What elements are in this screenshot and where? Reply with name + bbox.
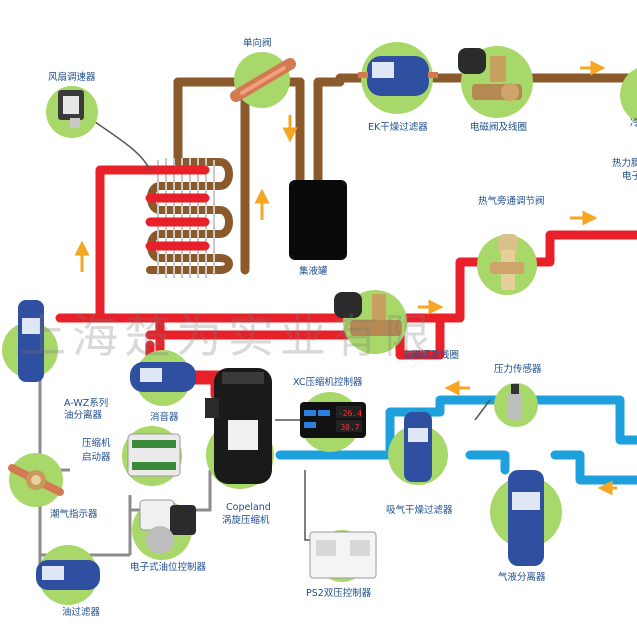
condenser-coil: [146, 158, 233, 274]
oil-separator[interactable]: [2, 300, 58, 382]
accumulator-label: 气液分离器: [498, 571, 546, 583]
moisture-sight-glass[interactable]: [8, 453, 64, 507]
muffler[interactable]: [130, 350, 196, 406]
controller-display-bottom: 30.7: [340, 423, 359, 432]
fan-speed-controller-label: 风扇调速器: [48, 71, 96, 83]
sight-glass-label: 潮气指示器: [50, 508, 98, 520]
oil-separator-label-line2: 油分离器: [64, 409, 103, 421]
accumulator[interactable]: [490, 470, 562, 566]
oil-level-controller-label: 电子式油位控制器: [130, 561, 207, 573]
suction-filter-drier[interactable]: [388, 412, 448, 485]
hot-gas-bypass-valve-label: 热气旁通调节阀: [478, 195, 545, 207]
compressor-starter-label-line2: 启动器: [82, 451, 111, 463]
right-edge-top-label: 冷: [630, 117, 637, 129]
solenoid-valve-middle-label: 电磁阀及线圈: [402, 349, 459, 361]
electronic-partial-label: 电子: [622, 170, 637, 182]
ps2-controller-label: PS2双压控制器: [306, 587, 372, 599]
solenoid-valve-top-label: 电磁阀及线圈: [470, 121, 527, 133]
pressure-sensor-label: 压力传感器: [494, 363, 542, 375]
muffler-label: 消音器: [150, 411, 179, 423]
check-valve-label: 单向阀: [243, 37, 272, 49]
solenoid-valve-middle[interactable]: [334, 290, 407, 354]
copeland-label-line1: Copeland: [226, 502, 271, 513]
expansion-valve-partial[interactable]: [620, 65, 637, 125]
flow-arrows: [74, 60, 617, 496]
copeland-scroll-compressor[interactable]: [205, 368, 274, 489]
hot-gas-bypass-valve[interactable]: [477, 234, 537, 295]
ps2-dual-pressure-controller[interactable]: [309, 530, 377, 582]
oil-filter[interactable]: [36, 545, 100, 605]
thermal-expansion-label: 热力膨: [612, 157, 637, 169]
controller-display-top: -26.4: [338, 409, 362, 418]
oil-separator-label-line1: A-WZ系列: [64, 397, 108, 409]
copeland-label-line2: 涡旋压缩机: [222, 514, 270, 526]
ek-filter-drier[interactable]: [358, 42, 438, 114]
check-valve[interactable]: [230, 52, 296, 108]
compressor-starter[interactable]: [122, 426, 182, 486]
suction-line-pipes: [275, 395, 637, 485]
solenoid-valve-top[interactable]: [458, 46, 533, 118]
xc-controller-label: XC压缩机控制器: [293, 376, 363, 388]
electronic-oil-level-controller[interactable]: [132, 499, 196, 560]
compressor-starter-label-line1: 压缩机: [82, 437, 111, 449]
discharge-bypass-pipe: [145, 313, 445, 360]
receiver-label: 集液罐: [299, 265, 328, 277]
oil-filter-label: 油过滤器: [62, 606, 101, 618]
xc-compressor-controller[interactable]: [300, 392, 366, 452]
fan-speed-controller[interactable]: [46, 86, 98, 138]
suction-filter-drier-label: 吸气干燥过滤器: [386, 504, 453, 516]
company-watermark: 上海楚为实业有限: [20, 309, 436, 363]
pressure-sensor[interactable]: [494, 383, 538, 427]
ek-filter-drier-label: EK干燥过滤器: [368, 121, 428, 133]
receiver-tank[interactable]: [289, 180, 347, 260]
